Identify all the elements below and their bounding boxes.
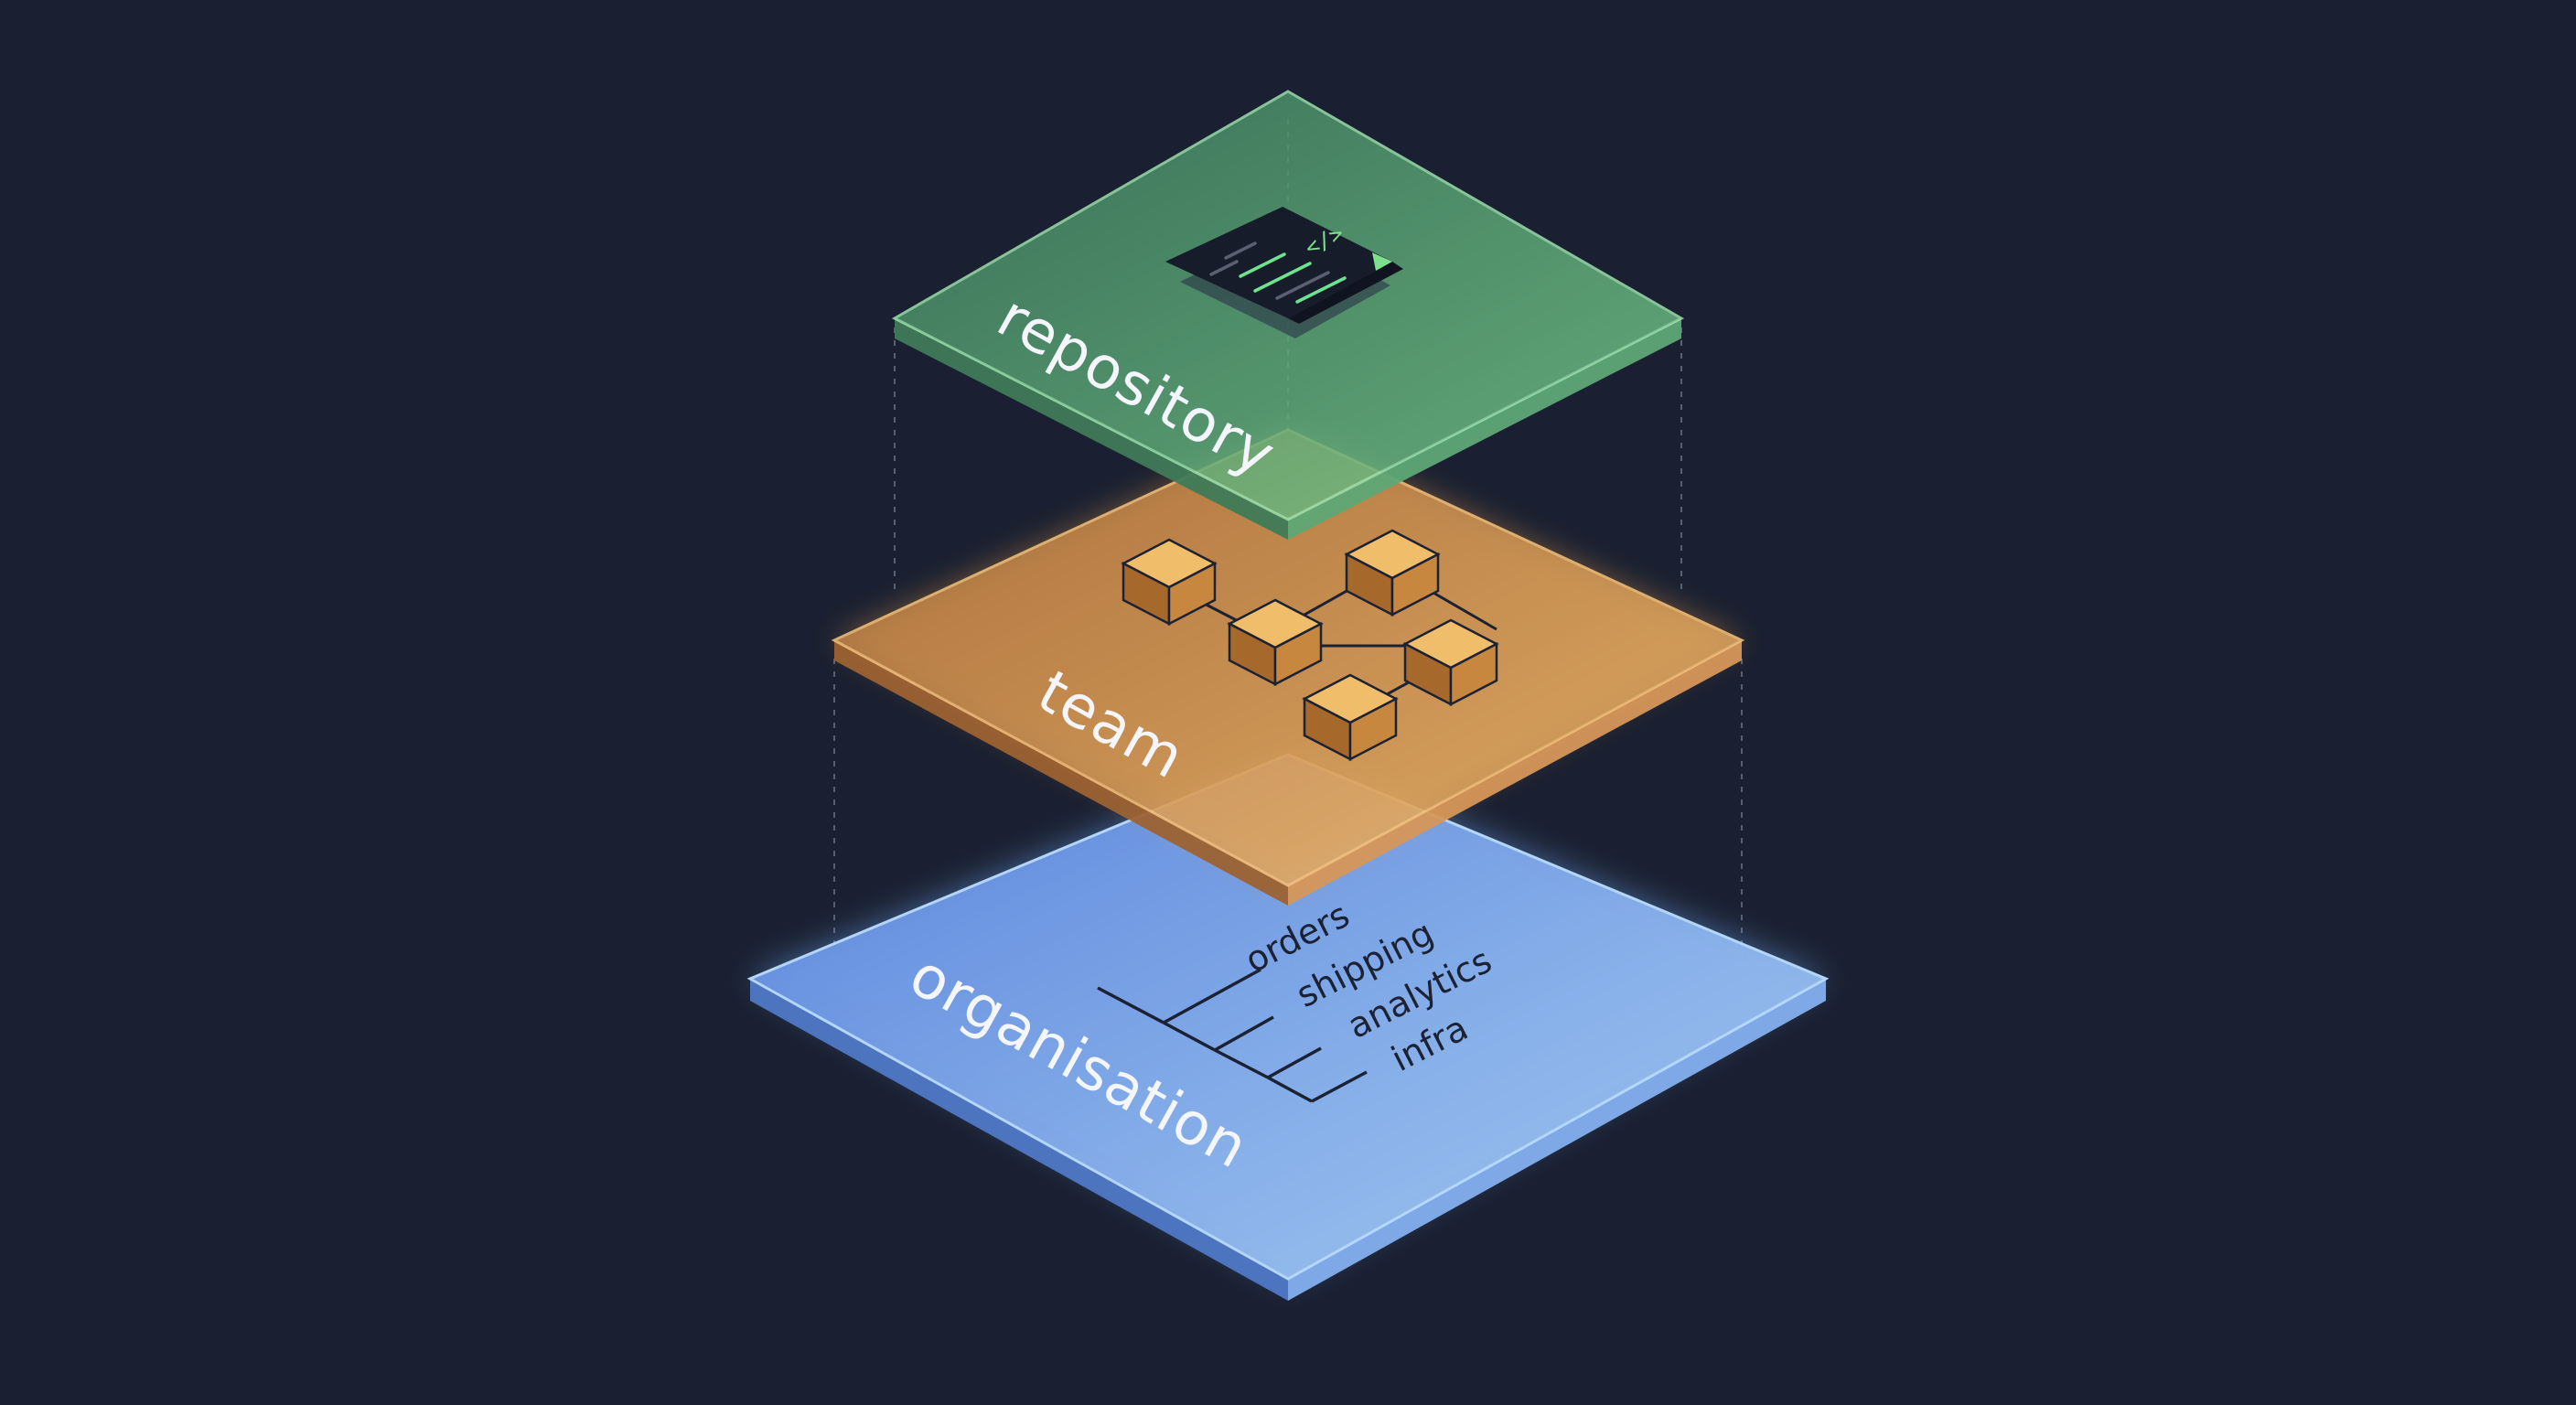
graph-icon bbox=[1121, 529, 1499, 762]
tree-icon bbox=[1097, 968, 1368, 1103]
code-file-icon: </> bbox=[1165, 207, 1403, 338]
node-box-2 bbox=[1344, 529, 1441, 617]
node-box-5 bbox=[1302, 673, 1399, 762]
node-box-1 bbox=[1121, 538, 1218, 627]
repository-layer: </> repository bbox=[891, 90, 1685, 540]
node-box-4 bbox=[1402, 618, 1499, 707]
node-box-3 bbox=[1227, 598, 1324, 687]
team-layer: team bbox=[831, 428, 1745, 906]
